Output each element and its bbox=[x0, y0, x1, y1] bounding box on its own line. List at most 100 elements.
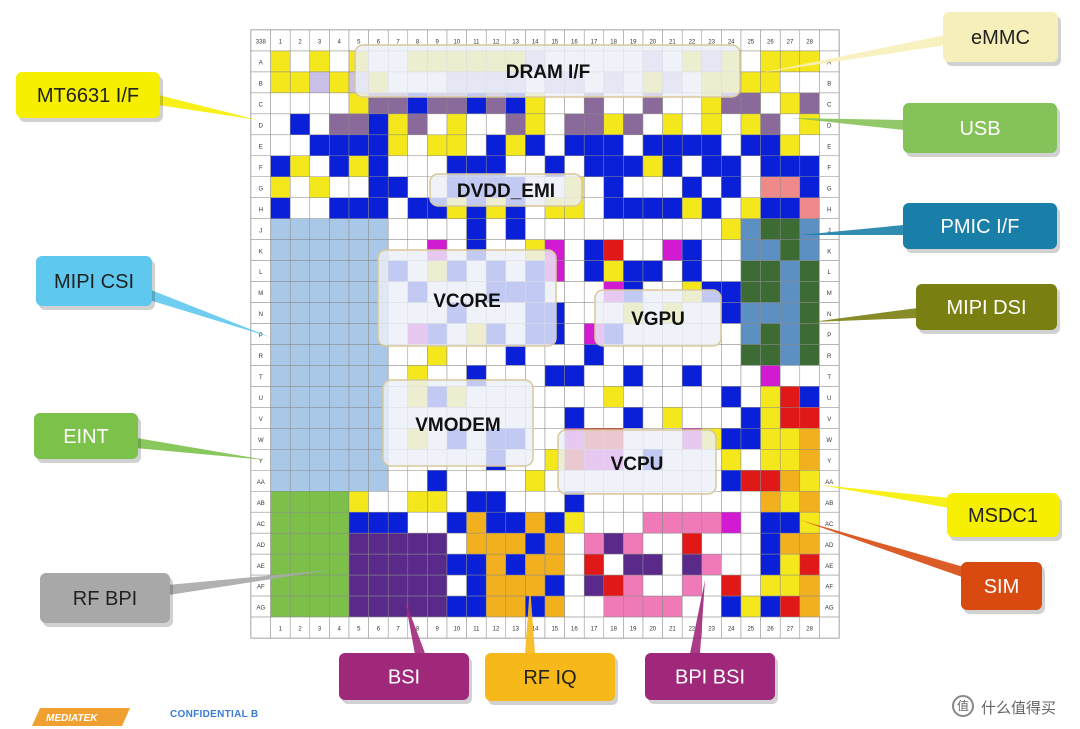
row-label: B bbox=[259, 82, 263, 88]
grid-cell bbox=[289, 595, 311, 618]
grid-cell bbox=[799, 574, 820, 597]
grid-cell bbox=[642, 574, 663, 597]
col-label: 20 bbox=[649, 40, 656, 46]
grid-cell bbox=[564, 113, 585, 136]
grid-cell bbox=[466, 134, 487, 157]
grid-cell bbox=[779, 134, 801, 157]
row-label: C bbox=[259, 103, 264, 109]
col-label: 16 bbox=[571, 627, 578, 633]
grid-cell bbox=[583, 239, 605, 261]
grid-cell bbox=[740, 574, 761, 597]
grid-cell bbox=[427, 113, 448, 136]
grid-cell bbox=[681, 113, 703, 136]
grid-cell bbox=[329, 365, 350, 387]
grid-cell bbox=[564, 302, 585, 324]
grid-cell bbox=[309, 281, 330, 303]
grid-cell bbox=[760, 155, 781, 178]
grid-cell bbox=[799, 365, 820, 387]
grid-cell bbox=[799, 260, 820, 282]
grid-cell bbox=[387, 218, 409, 240]
grid-cell bbox=[505, 553, 526, 576]
grid-cell bbox=[760, 532, 781, 555]
grid-cell bbox=[466, 595, 487, 618]
grid-cell bbox=[623, 574, 644, 597]
grid-cell bbox=[289, 470, 311, 492]
col-label: 11 bbox=[473, 627, 480, 633]
grid-cell bbox=[387, 574, 409, 597]
grid-cell bbox=[779, 344, 801, 366]
row-label: U bbox=[827, 396, 831, 402]
row-label: W bbox=[258, 438, 264, 444]
grid-cell bbox=[289, 113, 311, 136]
grid-cell bbox=[740, 470, 761, 492]
grid-cell bbox=[309, 595, 330, 618]
grid-cell bbox=[446, 470, 467, 492]
row-label: M bbox=[258, 291, 263, 297]
grid-cell bbox=[289, 344, 311, 366]
grid-cell bbox=[740, 176, 761, 198]
row-label: B bbox=[827, 82, 831, 88]
grid-cell bbox=[583, 511, 605, 534]
row-label: AE bbox=[257, 564, 265, 570]
grid-cell bbox=[407, 218, 428, 240]
grid-cell bbox=[740, 302, 761, 324]
grid-cell bbox=[348, 134, 369, 157]
grid-cell bbox=[446, 574, 467, 597]
grid-cell bbox=[623, 218, 644, 240]
grid-cell bbox=[329, 490, 350, 513]
grid-cell bbox=[681, 260, 703, 282]
grid-cell bbox=[309, 470, 330, 492]
grid-cell bbox=[348, 218, 369, 240]
grid-cell bbox=[799, 511, 820, 534]
grid-cell bbox=[368, 574, 389, 597]
grid-cell bbox=[289, 490, 311, 513]
grid-cell bbox=[329, 50, 350, 73]
callout-bpibsi bbox=[645, 653, 775, 700]
grid-cell bbox=[623, 260, 644, 282]
grid-cell bbox=[270, 281, 291, 303]
grid-cell bbox=[309, 428, 330, 450]
col-label: 22 bbox=[689, 627, 696, 633]
row-label: E bbox=[827, 144, 831, 150]
grid-cell bbox=[799, 428, 820, 450]
callout-label-bpibsi: BPI BSI bbox=[675, 667, 745, 689]
row-label: C bbox=[827, 103, 832, 109]
grid-cell bbox=[407, 155, 428, 178]
grid-cell bbox=[407, 490, 428, 513]
grid-cell bbox=[642, 239, 663, 261]
grid-cell bbox=[387, 197, 409, 219]
grid-cell bbox=[603, 155, 624, 178]
grid-cell bbox=[446, 490, 467, 513]
grid-cell bbox=[603, 532, 624, 555]
grid-cell bbox=[348, 595, 369, 618]
grid-cell bbox=[329, 470, 350, 492]
grid-cell bbox=[270, 239, 291, 261]
grid-cell bbox=[740, 553, 761, 576]
grid-cell bbox=[368, 176, 389, 198]
grid-cell bbox=[446, 218, 467, 240]
grid-cell bbox=[329, 574, 350, 597]
grid-cell bbox=[681, 365, 703, 387]
grid-cell bbox=[681, 574, 703, 597]
col-label: 6 bbox=[377, 40, 381, 46]
grid-cell bbox=[368, 197, 389, 219]
grid-cell bbox=[701, 218, 722, 240]
grid-cell bbox=[740, 365, 761, 387]
col-label: 13 bbox=[512, 40, 519, 46]
grid-cell bbox=[662, 511, 683, 534]
grid-cell bbox=[779, 281, 801, 303]
grid-cell bbox=[544, 344, 565, 366]
grid-cell bbox=[662, 532, 683, 555]
grid-cell bbox=[583, 176, 605, 198]
grid-cell bbox=[387, 553, 409, 576]
grid-cell bbox=[779, 449, 801, 471]
col-label: 26 bbox=[767, 627, 774, 633]
grid-cell bbox=[662, 239, 683, 261]
row-label: AC bbox=[825, 522, 834, 528]
grid-cell bbox=[701, 134, 722, 157]
grid-cell bbox=[485, 490, 507, 513]
grid-cell bbox=[642, 365, 663, 387]
grid-cell bbox=[544, 407, 565, 429]
grid-cell bbox=[387, 511, 409, 534]
grid-cell bbox=[309, 344, 330, 366]
